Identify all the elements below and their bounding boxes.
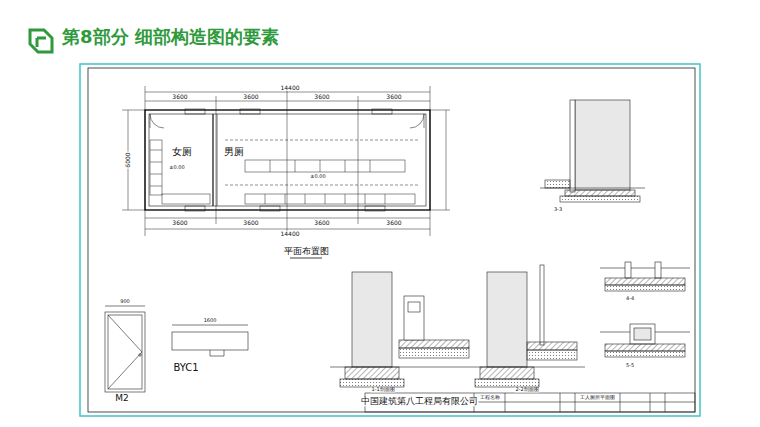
- level-mark: ±0.00: [168, 165, 185, 170]
- dimension: 14400: [279, 231, 300, 237]
- room-name: 女厕: [171, 147, 193, 158]
- dimension: 900: [119, 299, 131, 304]
- dimension: 3600: [385, 220, 402, 226]
- section-title: 3-3: [553, 207, 563, 212]
- dimension: 14400: [279, 85, 300, 91]
- title-block-cell: 工程名称: [479, 395, 501, 400]
- dimension: 3600: [242, 220, 259, 226]
- section-title: 1-1剖面图: [370, 387, 395, 392]
- drawing-title: 平面布置图: [283, 247, 330, 256]
- company-name: 中国建筑第八工程局有限公司: [360, 397, 479, 406]
- section-title: 2-2剖面图: [514, 387, 539, 392]
- dimension: 3600: [313, 94, 330, 100]
- section-title: 4-4: [625, 296, 635, 301]
- dimension: 3600: [313, 220, 330, 226]
- dimension: 3600: [242, 94, 259, 100]
- room-name: 男厕: [223, 147, 245, 158]
- section-title: 5-5: [625, 363, 635, 368]
- dimension: 3600: [171, 94, 188, 100]
- title-block-cell: 工人厕所平面图: [579, 395, 616, 400]
- dimension: 6000: [125, 151, 131, 168]
- drawing-title: M2: [114, 394, 130, 403]
- logo: [30, 30, 52, 52]
- dimension: 3600: [171, 220, 188, 226]
- slide-title: 第8部分 细部构造图的要素: [62, 28, 279, 46]
- dimension: 3600: [385, 94, 402, 100]
- level-mark: ±0.00: [309, 174, 326, 179]
- drawing-title: BYC1: [172, 363, 199, 374]
- dimension: 1600: [203, 318, 218, 323]
